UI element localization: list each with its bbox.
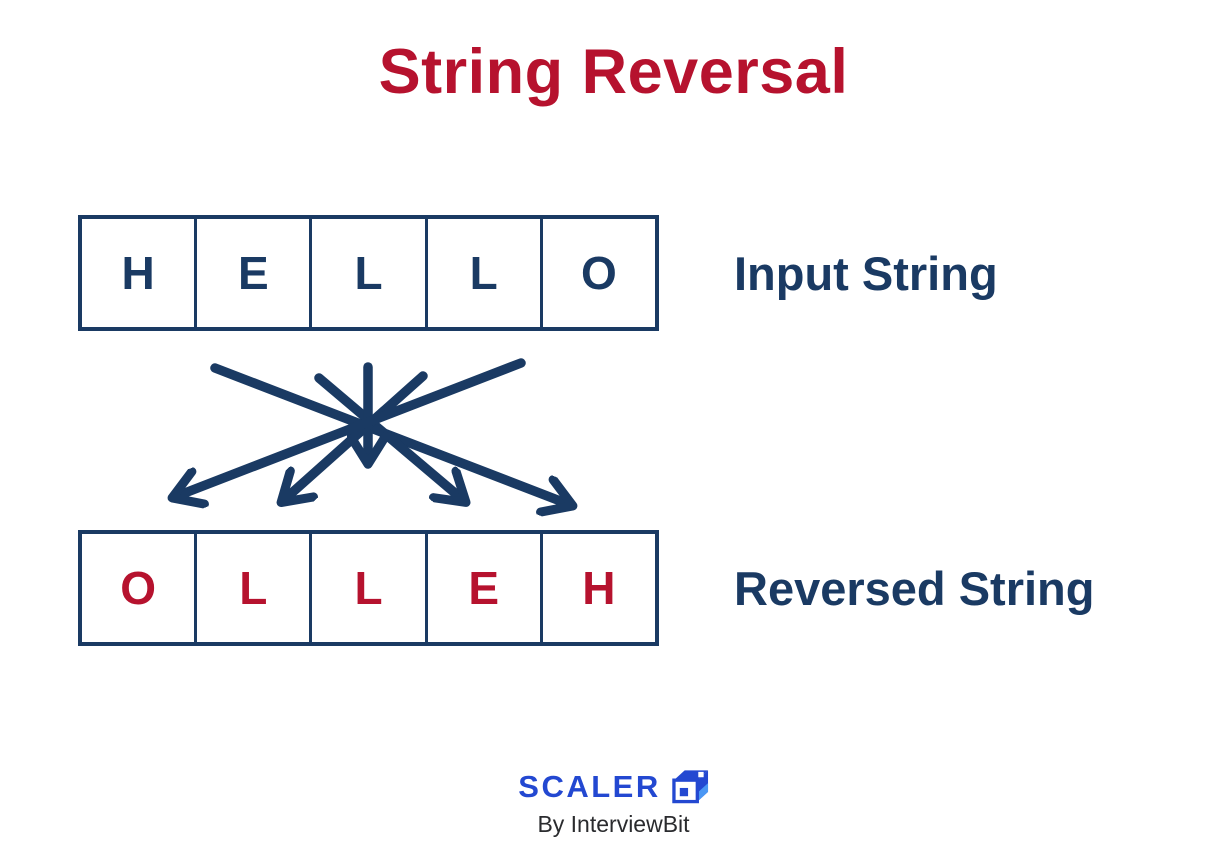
reversed-cell-2: L	[312, 534, 428, 642]
input-cell-letter: O	[581, 247, 617, 299]
input-string-label: Input String	[734, 246, 998, 300]
diagram-title: String Reversal	[378, 37, 849, 107]
scaler-cube-icon	[672, 770, 708, 804]
reversed-cell-letter: H	[582, 562, 616, 614]
input-cell-1: E	[197, 219, 313, 327]
reversed-cell-letter: L	[239, 562, 268, 614]
input-cell-3: L	[428, 219, 543, 327]
input-string-section: H E L L O Input String	[78, 215, 998, 331]
reversed-cell-1: L	[197, 534, 313, 642]
input-cell-4: O	[543, 219, 655, 327]
input-cell-0: H	[82, 219, 198, 327]
arrow-pos0-to-pos4	[210, 363, 568, 504]
input-cell-letter: H	[121, 247, 155, 299]
reversed-cell-letter: L	[354, 562, 383, 614]
brand-footer: SCALER By InterviewBit	[0, 768, 1227, 838]
scaler-logo: SCALER	[518, 768, 708, 804]
reversed-cell-letter: E	[468, 562, 500, 614]
reversed-cell-0: O	[82, 534, 198, 642]
scaler-logo-text: SCALER	[518, 768, 661, 804]
byline-text: By InterviewBit	[537, 811, 690, 837]
arrow-pos1-to-pos3	[314, 373, 462, 499]
input-cell-letter: L	[354, 247, 383, 299]
reversed-cell-4: H	[543, 534, 655, 642]
input-cell-2: L	[312, 219, 428, 327]
reversed-cell-letter: O	[120, 562, 156, 614]
input-string-cells: H E L L O	[78, 215, 659, 331]
arrow-pos3-to-pos1	[285, 371, 428, 499]
input-cell-letter: E	[237, 247, 269, 299]
reversed-string-label: Reversed String	[734, 561, 1095, 615]
reversed-cell-3: E	[428, 534, 543, 642]
input-cell-letter: L	[469, 247, 498, 299]
arrow-pos4-to-pos0	[177, 358, 526, 496]
reversed-string-section: O L L E H Reversed String	[78, 530, 1094, 646]
reversed-string-cells: O L L E H	[78, 530, 659, 646]
